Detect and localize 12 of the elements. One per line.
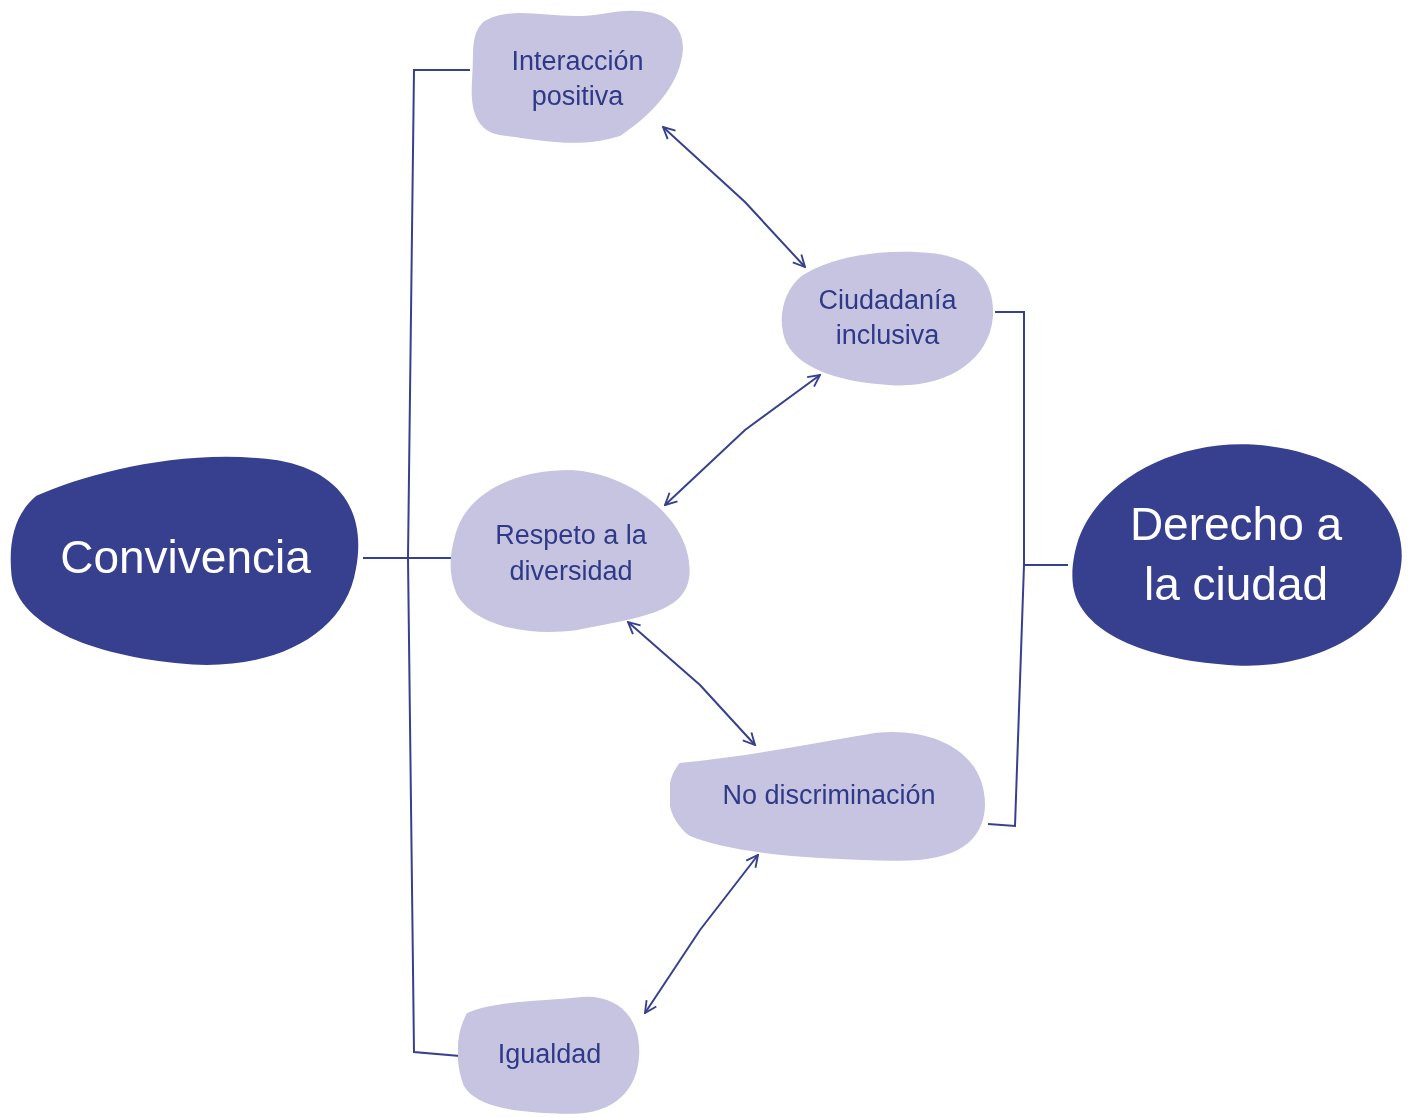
node-label: Igualdad xyxy=(497,1038,602,1072)
double-arrow xyxy=(662,126,806,268)
double-arrow xyxy=(644,854,759,1014)
node-label: Convivencia xyxy=(60,530,311,586)
bracket-line xyxy=(987,564,1069,828)
double-arrow xyxy=(664,374,821,506)
double-arrow xyxy=(627,621,756,746)
node-label: Interacción positiva xyxy=(510,44,645,113)
node-label: Derecho a la ciudad xyxy=(1128,497,1344,612)
node-label: Respeto a la diversidad xyxy=(494,519,648,588)
node-label: Ciudadanía inclusiva xyxy=(817,283,958,352)
node-label: No discriminación xyxy=(722,779,936,813)
